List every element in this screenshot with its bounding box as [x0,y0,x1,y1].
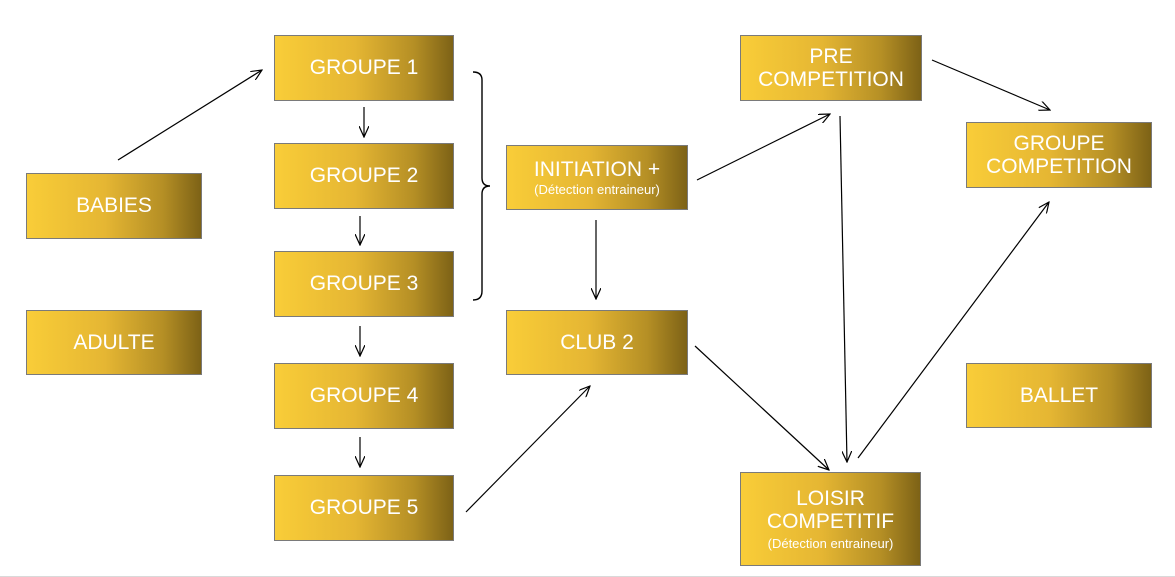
node-groupe-5: GROUPE 5 [274,475,454,541]
node-loisir-competitif: LOISIR COMPETITIF (Détection entraineur) [740,472,921,566]
node-groupe-4: GROUPE 4 [274,363,454,429]
node-loisir-line1: LOISIR [796,486,865,510]
node-initiation: INITIATION + (Détection entraineur) [506,145,688,210]
arrow-babies-to-groupe1 [117,70,262,161]
arrow-loisir-to-groupe-competition [857,202,1049,459]
node-adulte: ADULTE [26,310,202,375]
node-club-2-label: CLUB 2 [560,330,634,354]
node-groupe-1-label: GROUPE 1 [309,56,419,80]
node-groupe-competition: GROUPE COMPETITION [966,122,1152,188]
node-groupe-competition-line1: GROUPE [1013,131,1105,155]
node-pre-competition: PRE COMPETITION [740,35,922,101]
node-groupe-4-label: GROUPE 4 [309,384,419,408]
node-initiation-title: INITIATION + [533,157,661,181]
node-adulte-label: ADULTE [73,330,155,354]
arrow-club2-to-loisir [694,345,829,470]
arrow-groupe5-to-club2 [465,386,590,513]
node-loisir-subtitle: (Détection entraineur) [767,535,894,551]
node-babies-label: BABIES [76,194,152,218]
bracket-groupes-1-3 [472,71,491,301]
node-groupe-3: GROUPE 3 [274,251,454,317]
node-groupe-2: GROUPE 2 [274,143,454,209]
node-club-2: CLUB 2 [506,310,688,375]
node-initiation-subtitle: (Détection entraineur) [534,181,660,197]
arrow-pre-competition-to-loisir [839,115,847,462]
node-babies: BABIES [26,173,202,239]
node-groupe-3-label: GROUPE 3 [309,272,419,296]
node-groupe-2-label: GROUPE 2 [309,164,419,188]
node-pre-competition-line1: PRE [809,44,853,68]
node-groupe-1: GROUPE 1 [274,35,454,101]
node-loisir-line2: COMPETITIF [766,509,895,533]
arrow-pre-competition-to-groupe-competition [931,59,1050,110]
node-ballet: BALLET [966,363,1152,428]
node-groupe-competition-line2: COMPETITION [986,155,1132,178]
arrow-initiation-to-pre-competition [696,114,830,181]
node-pre-competition-line2: COMPETITION [758,68,904,91]
node-ballet-label: BALLET [1019,383,1099,407]
node-groupe-5-label: GROUPE 5 [309,496,419,520]
